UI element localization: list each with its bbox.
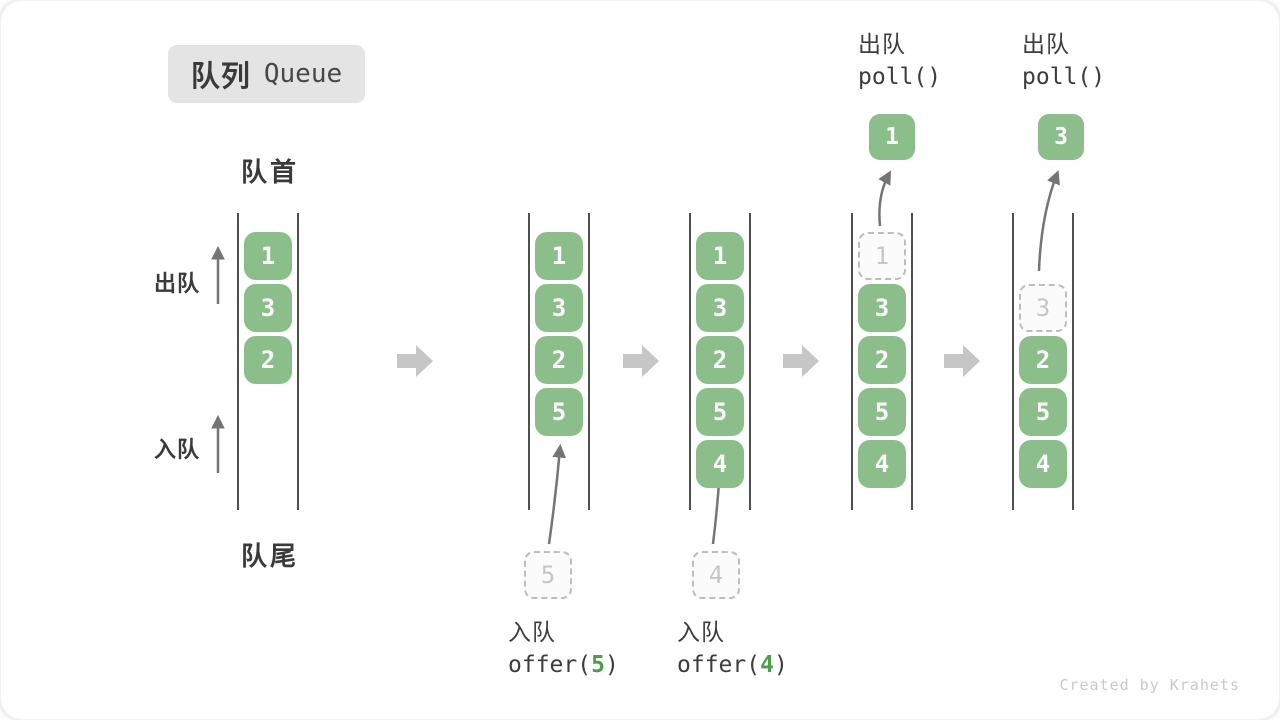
queue-wall-right — [911, 213, 913, 510]
queue-front-label: 队首 — [240, 157, 299, 187]
queue-cell-ghost: 1 — [858, 232, 906, 280]
op-enqueue-4-code-pre: offer( — [677, 652, 761, 678]
queue-cell-filled: 2 — [1019, 336, 1067, 384]
state-transition-arrow-icon — [397, 345, 433, 377]
queue-cell-filled: 1 — [244, 232, 292, 280]
enqueue-candidate-4: 4 — [692, 551, 740, 599]
queue-rear-label: 队尾 — [240, 541, 299, 571]
queue-wall-left — [528, 213, 530, 510]
title-badge: 队列 Queue — [168, 45, 365, 103]
op-dequeue-1: 出队 poll() — [858, 28, 941, 95]
queue-cell-filled: 3 — [535, 284, 583, 332]
queue-cell-filled: 1 — [535, 232, 583, 280]
op-dequeue-2-zh-label: 出队 — [1022, 31, 1070, 57]
op-enqueue-4-code-arg: 4 — [760, 652, 774, 678]
op-enqueue-4-zh-label: 入队 — [677, 619, 725, 645]
queue-cell-filled: 2 — [535, 336, 583, 384]
op-dequeue-1-code-pre: poll() — [858, 64, 942, 90]
op-enqueue-5-code-post: ) — [604, 652, 619, 678]
dequeued-result-1: 1 — [869, 114, 915, 160]
op-enqueue-5-code-label: offer(5) — [508, 648, 619, 683]
queue-wall-right — [588, 213, 590, 510]
op-enqueue-5-code-arg: 5 — [591, 652, 605, 678]
queue-cell-filled: 5 — [535, 388, 583, 436]
op-dequeue-2: 出队 poll() — [1022, 28, 1105, 95]
queue-cell-filled: 4 — [858, 440, 906, 488]
op-enqueue-5-code-pre: offer( — [508, 652, 592, 678]
queue-cell-filled: 5 — [858, 388, 906, 436]
op-enqueue-5: 入队 offer(5) — [508, 616, 619, 683]
enqueue-5-arrow-icon — [547, 443, 567, 545]
queue-cell-ghost: 3 — [1019, 284, 1067, 332]
queue-wall-right — [1072, 213, 1074, 510]
dequeue-1-arrow-icon — [878, 170, 891, 227]
queue-wall-right — [297, 213, 299, 510]
op-enqueue-4: 入队 offer(4) — [677, 616, 788, 683]
queue-cell-filled: 2 — [858, 336, 906, 384]
queue-cell-filled: 2 — [244, 336, 292, 384]
op-dequeue-2-code-pre: poll() — [1022, 64, 1106, 90]
queue-wall-left — [1012, 213, 1014, 510]
queue-cell-filled: 5 — [1019, 388, 1067, 436]
queue-cell-filled: 5 — [696, 388, 744, 436]
state-transition-arrow-icon — [783, 345, 819, 377]
queue-wall-left — [689, 213, 691, 510]
queue-wall-right — [749, 213, 751, 510]
queue-cell-filled: 3 — [244, 284, 292, 332]
queue-cell-filled: 4 — [1019, 440, 1067, 488]
op-enqueue-4-code-post: ) — [773, 652, 788, 678]
dequeued-result-3: 3 — [1038, 114, 1084, 160]
watermark: Created by Krahets — [1059, 676, 1240, 694]
op-dequeue-1-code-label: poll() — [858, 60, 941, 95]
queue-wall-left — [851, 213, 853, 510]
enqueue-candidate-5: 5 — [524, 551, 572, 599]
queue-cell-filled: 3 — [696, 284, 744, 332]
queue-cell-filled: 3 — [858, 284, 906, 332]
state-transition-arrow-icon — [623, 345, 659, 377]
queue-cell-filled: 2 — [696, 336, 744, 384]
op-enqueue-5-zh-label: 入队 — [508, 619, 556, 645]
op-dequeue-2-code-label: poll() — [1022, 60, 1105, 95]
state-transition-arrow-icon — [944, 345, 980, 377]
title-zh: 队列 — [190, 61, 251, 93]
queue-wall-left — [237, 213, 239, 510]
op-enqueue-4-code-label: offer(4) — [677, 648, 788, 683]
op-dequeue-1-zh-label: 出队 — [858, 31, 906, 57]
side-enqueue-label: 入队 — [153, 437, 200, 462]
queue-cell-filled: 1 — [696, 232, 744, 280]
side-dequeue-label: 出队 — [153, 271, 200, 296]
dequeue-3-arrow-icon — [1037, 170, 1060, 272]
queue-cell-filled: 4 — [696, 440, 744, 488]
title-en: Queue — [263, 59, 343, 89]
